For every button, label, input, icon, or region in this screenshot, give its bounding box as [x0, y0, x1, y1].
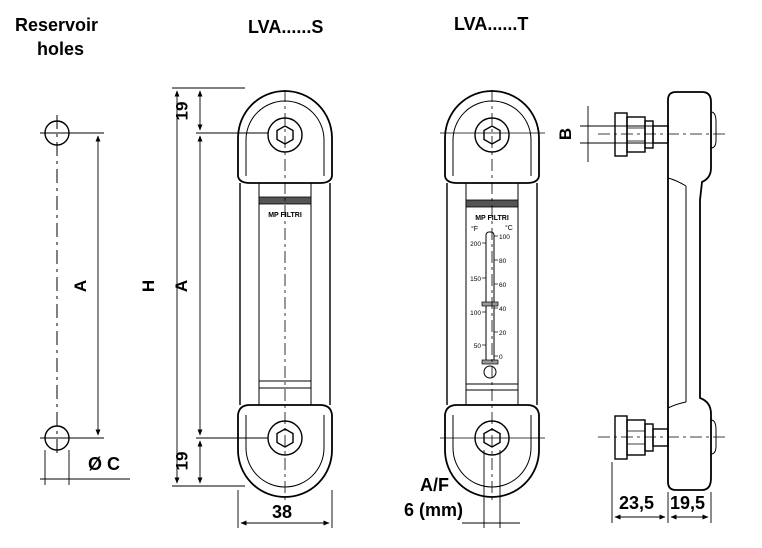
lva-s-housing: [237, 90, 333, 184]
reservoir-title-line2: holes: [37, 39, 85, 59]
unit-f: °F: [471, 225, 478, 233]
unit-c: °C: [505, 224, 513, 232]
thermometer-bulb: [483, 365, 497, 379]
thermometer-tube: [485, 231, 495, 363]
scale-f-3: 50: [474, 343, 482, 350]
scale-c-5: 0: [499, 354, 503, 361]
lva-s-dim-a: A: [172, 279, 192, 293]
scale-c-3: 40: [499, 306, 507, 313]
side-dim-b: B: [556, 127, 576, 141]
lva-s-title: LVA......S: [248, 17, 324, 37]
scale-f-1: 150: [470, 276, 481, 283]
side-dim-23-5: 23,5: [619, 493, 655, 513]
side-dim-19-5: 19,5: [670, 493, 706, 513]
scale-c-2: 60: [499, 282, 507, 289]
scale-c-0: 100: [499, 234, 510, 241]
scale-c-1: 80: [499, 258, 507, 265]
reservoir-title-line1: Reservoir: [15, 15, 99, 35]
reservoir-dim-a: A: [71, 279, 91, 293]
side-body: [667, 91, 712, 491]
side-view: [580, 91, 725, 523]
scale-f-0: 200: [470, 241, 481, 248]
lva-s-dim-19-top: 19: [172, 101, 192, 121]
lva-t-view: [440, 90, 545, 528]
scale-c-4: 20: [499, 330, 507, 337]
reservoir-dim-c: Ø C: [88, 454, 121, 474]
lva-s-dim-19-bottom: 19: [172, 451, 192, 471]
lva-t-af-line1: A/F: [420, 475, 449, 495]
lva-t-housing: [444, 90, 540, 184]
lva-s-dim-38: 38: [272, 502, 293, 522]
reservoir-holes-view: [40, 115, 130, 485]
lva-s-dim-h: H: [139, 279, 159, 293]
lva-t-title: LVA......T: [454, 14, 529, 34]
lva-s-brand: MP FILTRI: [268, 212, 302, 219]
lva-t-af-line2: 6 (mm): [404, 500, 464, 520]
lva-t-brand: MP FILTRI: [475, 215, 509, 222]
lva-s-view: [172, 87, 333, 528]
scale-f-2: 100: [470, 310, 481, 317]
